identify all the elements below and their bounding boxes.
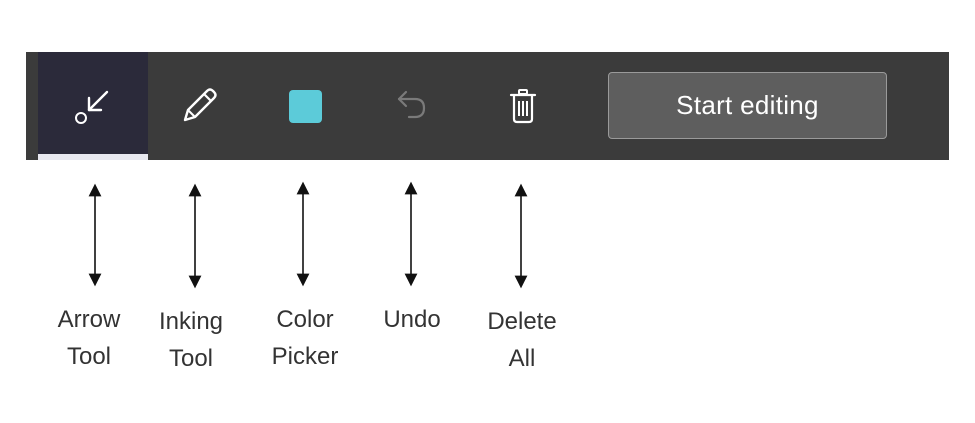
color-picker-caption-line2: Picker xyxy=(271,343,339,370)
inking-tool-caption: Inking Tool xyxy=(136,303,246,377)
annotation-toolbar: Start editing xyxy=(26,52,949,160)
pencil-icon xyxy=(183,88,217,122)
undo-button[interactable] xyxy=(356,52,466,160)
inking-tool-caption-line1: Inking xyxy=(158,308,224,335)
delete-all-button[interactable] xyxy=(468,52,578,160)
delete-all-caption-line1: Delete xyxy=(487,308,557,335)
trash-icon xyxy=(509,89,537,124)
color-picker-caption-line1: Color xyxy=(276,306,334,333)
color-picker-button[interactable] xyxy=(250,52,360,160)
delete-all-caption-line2: All xyxy=(508,345,536,372)
arrow-tool-icon xyxy=(75,90,109,124)
color-swatch-icon xyxy=(288,89,322,123)
arrow-tool-caption-line2: Tool xyxy=(66,343,112,370)
undo-caption-line1: Undo xyxy=(383,306,441,333)
arrow-tool-caption: Arrow Tool xyxy=(34,301,144,375)
inking-tool-button[interactable] xyxy=(144,52,254,160)
arrow-tool-button[interactable] xyxy=(38,52,148,160)
inking-tool-caption-line2: Tool xyxy=(168,345,214,372)
undo-icon xyxy=(397,90,426,119)
arrow-tool-caption-line1: Arrow xyxy=(57,306,121,333)
color-picker-caption: Color Picker xyxy=(250,301,360,375)
undo-caption: Undo xyxy=(357,301,467,338)
delete-all-caption: Delete All xyxy=(467,303,577,377)
start-editing-button[interactable]: Start editing xyxy=(608,72,887,139)
